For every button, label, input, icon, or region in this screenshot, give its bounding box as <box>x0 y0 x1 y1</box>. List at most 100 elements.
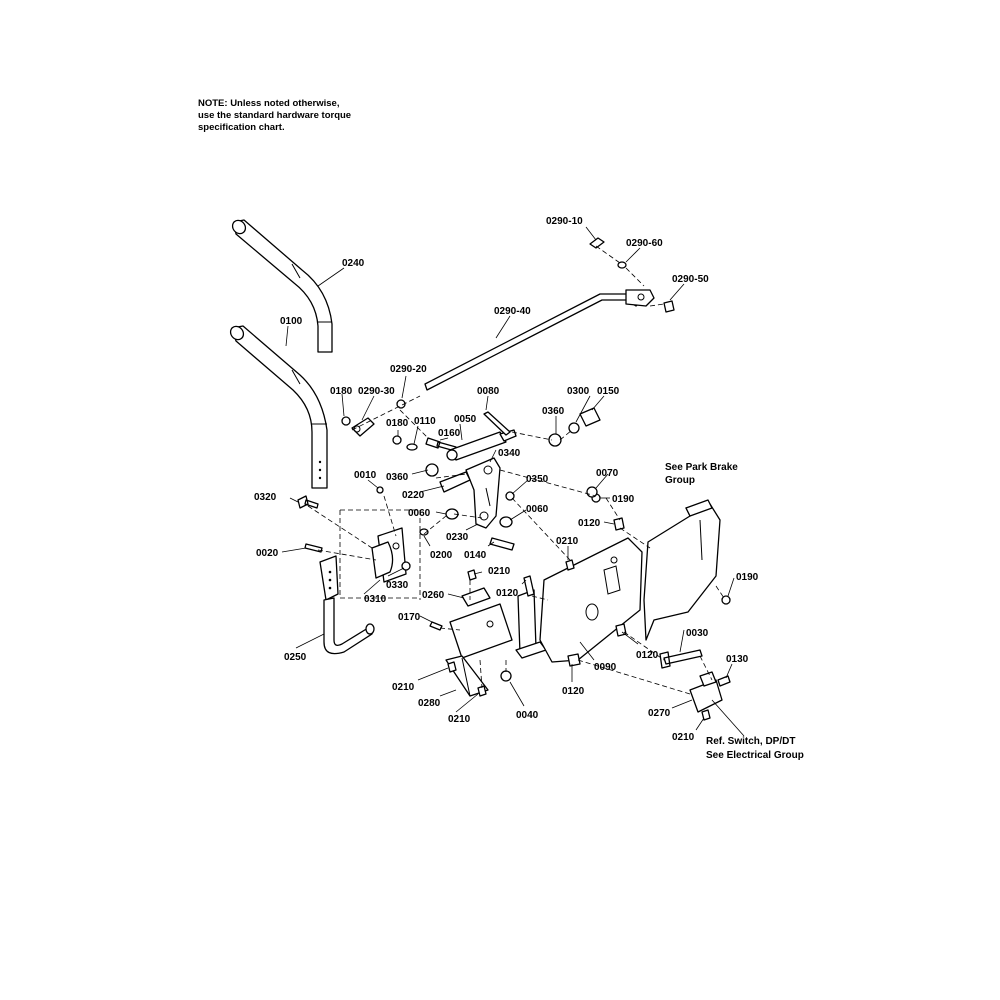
bolt-0320 <box>297 495 319 509</box>
nut-0060-b <box>499 516 513 528</box>
callout-0330: 0330 <box>386 580 409 591</box>
gas-spring-0050 <box>446 429 517 461</box>
callout-0290-50: 0290-50 <box>672 274 709 285</box>
callout-0050: 0050 <box>454 414 477 425</box>
callout-0290-10: 0290-10 <box>546 216 583 227</box>
pivot-lever-0340 <box>465 457 501 529</box>
callout-0150: 0150 <box>597 386 620 397</box>
fitting-0290-20 <box>396 399 406 409</box>
callout-0310: 0310 <box>364 594 387 605</box>
callout-0290-20: 0290-20 <box>390 364 427 375</box>
callout-0060-a: 0060 <box>408 508 431 519</box>
callout-0240: 0240 <box>342 258 365 269</box>
bolt-0120-upper <box>613 517 625 531</box>
callout-0030: 0030 <box>686 628 709 639</box>
note-line: NOTE: Unless noted otherwise, <box>198 98 340 109</box>
callout-0190-b: 0190 <box>736 572 759 583</box>
callout-0010: 0010 <box>354 470 377 481</box>
callout-0360-b: 0360 <box>386 472 409 483</box>
callout-0290-30: 0290-30 <box>358 386 395 397</box>
bushing-0360-b <box>425 463 439 477</box>
callout-0260: 0260 <box>422 590 445 601</box>
plate-0260 <box>461 587 491 607</box>
switch-mount-0270 <box>689 671 723 713</box>
callout-0120-d: 0120 <box>562 686 585 697</box>
clevis-0290-30 <box>351 417 375 437</box>
ref-park-brake-line2: Group <box>665 475 695 486</box>
rod-0290-40 <box>424 289 655 391</box>
callout-0230: 0230 <box>446 532 469 543</box>
nut-0040 <box>500 670 512 682</box>
callout-0210-a: 0210 <box>556 536 579 547</box>
assembly-lines <box>307 245 725 695</box>
angle-bracket <box>515 589 547 659</box>
nut-0290-50 <box>663 300 675 313</box>
callout-0090: 0090 <box>594 662 617 673</box>
callout-0120-b: 0120 <box>496 588 519 599</box>
main-plate-0090 <box>539 537 643 663</box>
ref-switch-line1: Ref. Switch, DP/DT <box>706 736 795 747</box>
callout-0120-a: 0120 <box>578 518 601 529</box>
callout-0040: 0040 <box>516 710 539 721</box>
callout-0350: 0350 <box>526 474 549 485</box>
bolt-0170 <box>429 621 443 631</box>
washer-0290-60 <box>617 261 627 269</box>
callout-0130: 0130 <box>726 654 749 665</box>
nut-0210-switch <box>701 709 711 721</box>
callout-0200: 0200 <box>430 550 453 561</box>
callout-0080: 0080 <box>477 386 500 397</box>
callout-0110: 0110 <box>414 416 436 427</box>
callout-0180-b: 0180 <box>386 418 409 429</box>
nut-0180-b <box>392 435 402 445</box>
nut-0210-a <box>565 559 575 571</box>
callout-0210-b: 0210 <box>488 566 511 577</box>
nut-0190-b <box>721 595 731 605</box>
hardware-0290-10 <box>589 237 605 249</box>
handle-0240 <box>231 219 333 353</box>
washer-0200 <box>419 528 429 536</box>
callout-0340: 0340 <box>498 448 521 459</box>
lower-arm-0250 <box>319 555 375 655</box>
ref-park-brake-line1: See Park Brake <box>665 462 738 473</box>
nut-0010 <box>376 486 384 494</box>
callout-0360-a: 0360 <box>542 406 565 417</box>
handle-0100 <box>229 325 328 489</box>
callout-0170: 0170 <box>398 612 421 623</box>
callout-0060-b: 0060 <box>526 504 549 515</box>
callout-0190-a: 0190 <box>612 494 635 505</box>
callout-0210-e: 0210 <box>672 732 695 743</box>
leader-lines <box>281 226 745 737</box>
callout-0160: 0160 <box>438 428 461 439</box>
washer-0110 <box>406 443 418 451</box>
callout-0290-60: 0290-60 <box>626 238 663 249</box>
bracket-0280 <box>445 603 513 697</box>
plate-0150 <box>579 407 601 427</box>
callout-0270: 0270 <box>648 708 671 719</box>
callout-0220: 0220 <box>402 490 425 501</box>
callout-0320: 0320 <box>254 492 277 503</box>
callout-0280: 0280 <box>418 698 441 709</box>
callout-0250: 0250 <box>284 652 307 663</box>
callout-0100: 0100 <box>280 316 303 327</box>
spacer-0220 <box>439 471 471 493</box>
callout-0300: 0300 <box>567 386 590 397</box>
side-plate-park-brake <box>643 499 721 641</box>
bolt-0130 <box>717 675 731 687</box>
callout-0070: 0070 <box>596 468 619 479</box>
pivot-bracket-0310 <box>371 527 407 583</box>
callout-0290-40: 0290-40 <box>494 306 531 317</box>
washer-0300 <box>568 422 580 434</box>
bolt-0030 <box>659 649 703 669</box>
callout-0120-c: 0120 <box>636 650 659 661</box>
ref-switch-line2: See Electrical Group <box>706 750 804 761</box>
nut-0210-b <box>467 569 477 581</box>
callout-labels: 0290-10 0290-60 0290-50 0240 0290-40 010… <box>254 216 804 761</box>
bolt-0120-center <box>523 575 535 597</box>
callout-0210-d: 0210 <box>448 714 471 725</box>
torque-note: NOTE: Unless noted otherwise, use the st… <box>198 98 378 134</box>
callout-0210-c: 0210 <box>392 682 415 693</box>
note-line: use the standard hardware torque <box>198 110 352 121</box>
callout-0020: 0020 <box>256 548 279 559</box>
nut-0210-c <box>447 661 457 673</box>
